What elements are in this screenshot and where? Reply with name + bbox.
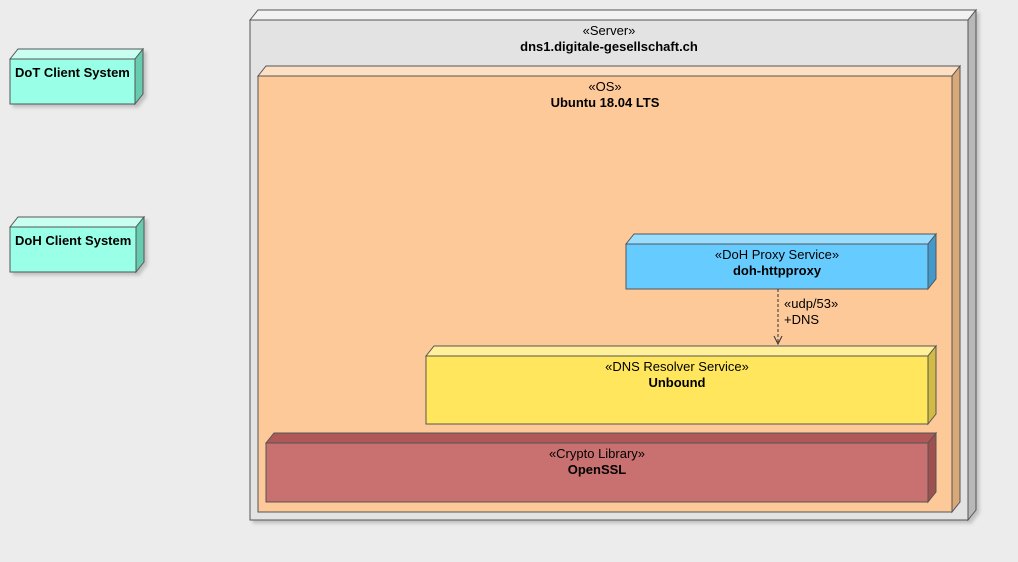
dns-resolver-label: «DNS Resolver Service» Unbound	[426, 359, 928, 391]
doh-proxy-stereotype: «DoH Proxy Service»	[714, 247, 840, 262]
dot-client-label: DoT Client System	[15, 65, 130, 80]
doh-client-node[interactable]	[8, 215, 146, 274]
doh-proxy-label: «DoH Proxy Service» doh-httpproxy	[626, 247, 928, 279]
dot-client-node-face	[9, 58, 136, 105]
server-label: «Server» dns1.digitale-gesellschaft.ch	[250, 23, 968, 55]
dependency-arrowhead-icon	[773, 335, 783, 346]
connector-name: +DNS	[784, 312, 820, 327]
os-label: «OS» Ubuntu 18.04 LTS	[258, 79, 952, 111]
connector-label: «udp/53» +DNS	[784, 296, 838, 328]
crypto-library-node[interactable]	[264, 431, 938, 504]
dot-client-node[interactable]	[8, 47, 145, 106]
crypto-library-node-face	[265, 442, 929, 503]
doh-proxy-node-face	[625, 243, 929, 290]
crypto-library-label: «Crypto Library» OpenSSL	[266, 446, 928, 478]
doh-client-label: DoH Client System	[15, 233, 132, 248]
doh-proxy-node[interactable]	[624, 232, 938, 291]
dns-resolver-node[interactable]	[424, 344, 938, 426]
dns-resolver-node-face	[425, 355, 929, 425]
os-stereotype: «OS»	[588, 79, 622, 94]
udp53-dependency-connector[interactable]	[773, 289, 783, 346]
connector-stereotype: «udp/53»	[784, 296, 839, 311]
os-name: Ubuntu 18.04 LTS	[550, 95, 660, 110]
crypto-library-stereotype: «Crypto Library»	[548, 446, 646, 461]
server-name: dns1.digitale-gesellschaft.ch	[520, 39, 698, 54]
doh-client-node-face	[9, 226, 137, 273]
doh-proxy-name: doh-httpproxy	[732, 263, 822, 278]
dns-resolver-stereotype: «DNS Resolver Service»	[605, 359, 749, 374]
server-stereotype: «Server»	[582, 23, 636, 38]
crypto-library-name: OpenSSL	[567, 462, 627, 477]
dns-resolver-name: Unbound	[648, 375, 706, 390]
